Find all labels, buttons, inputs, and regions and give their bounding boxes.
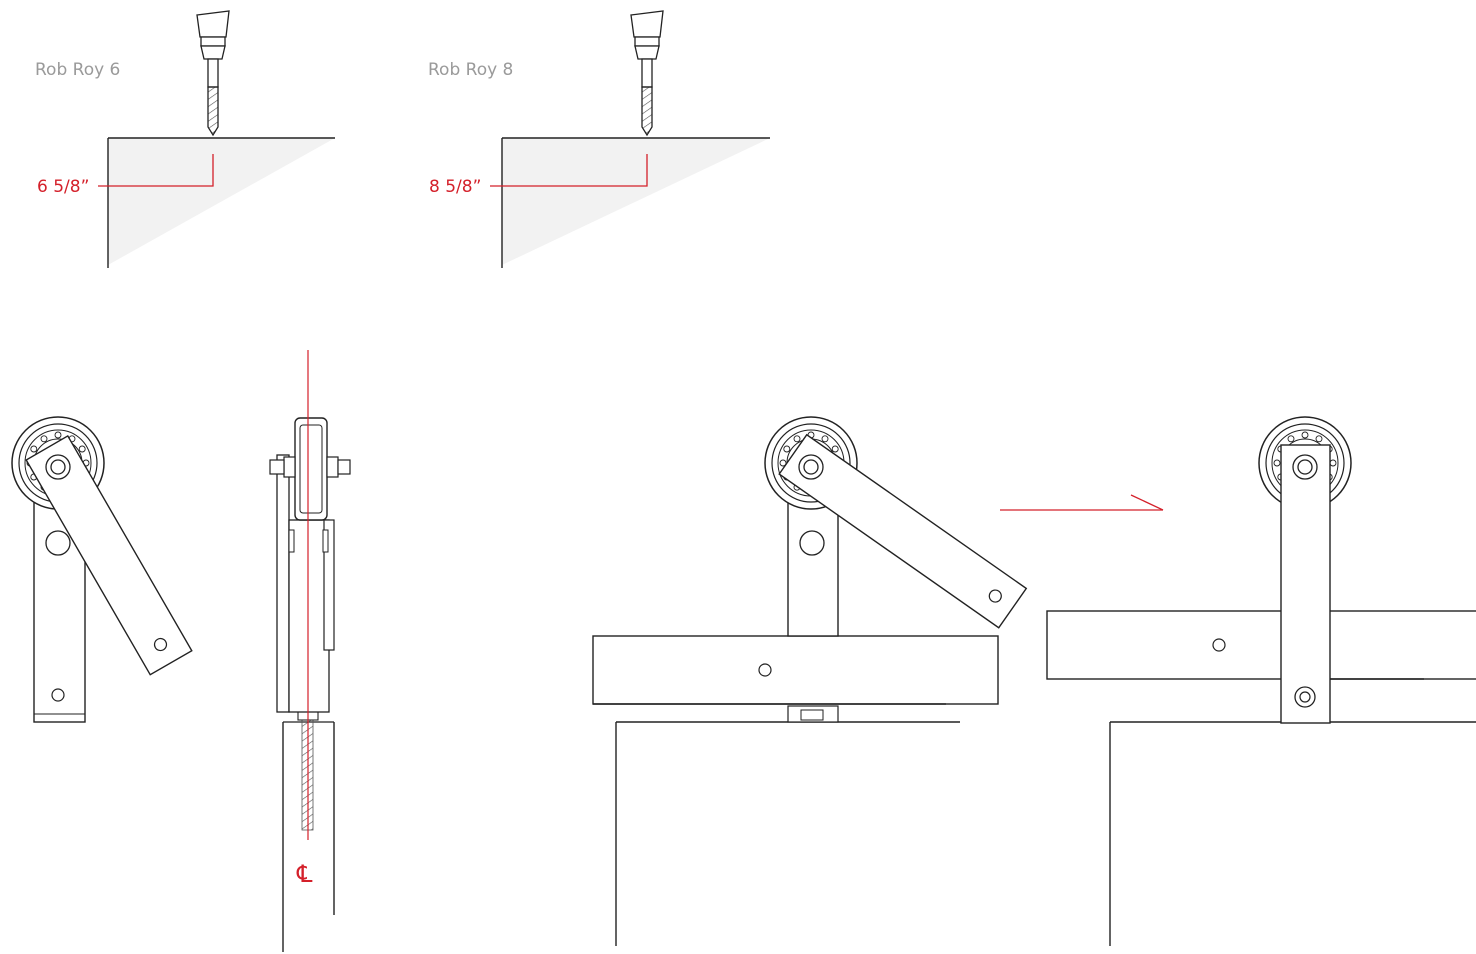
rob-roy-8-title: Rob Roy 8 [428,60,514,80]
drill-bit-icon [630,10,664,136]
dimension-6-label: 6 5/8” [37,177,90,197]
centerline-icon: ℄ [297,860,313,888]
hanger-side-section [269,350,351,952]
rob-roy-8-drill-panel [490,10,770,268]
hanger-front-view [11,416,193,723]
dimension-8-label: 8 5/8” [429,177,482,197]
rob-roy-6-title: Rob Roy 6 [35,60,121,80]
rob-roy-6-drill-panel [98,10,335,268]
hanger-lifting-view [592,416,1028,946]
arrow-right-icon [1000,494,1164,511]
drill-bit-icon [196,10,230,136]
hanger-installed-view [1046,416,1476,946]
